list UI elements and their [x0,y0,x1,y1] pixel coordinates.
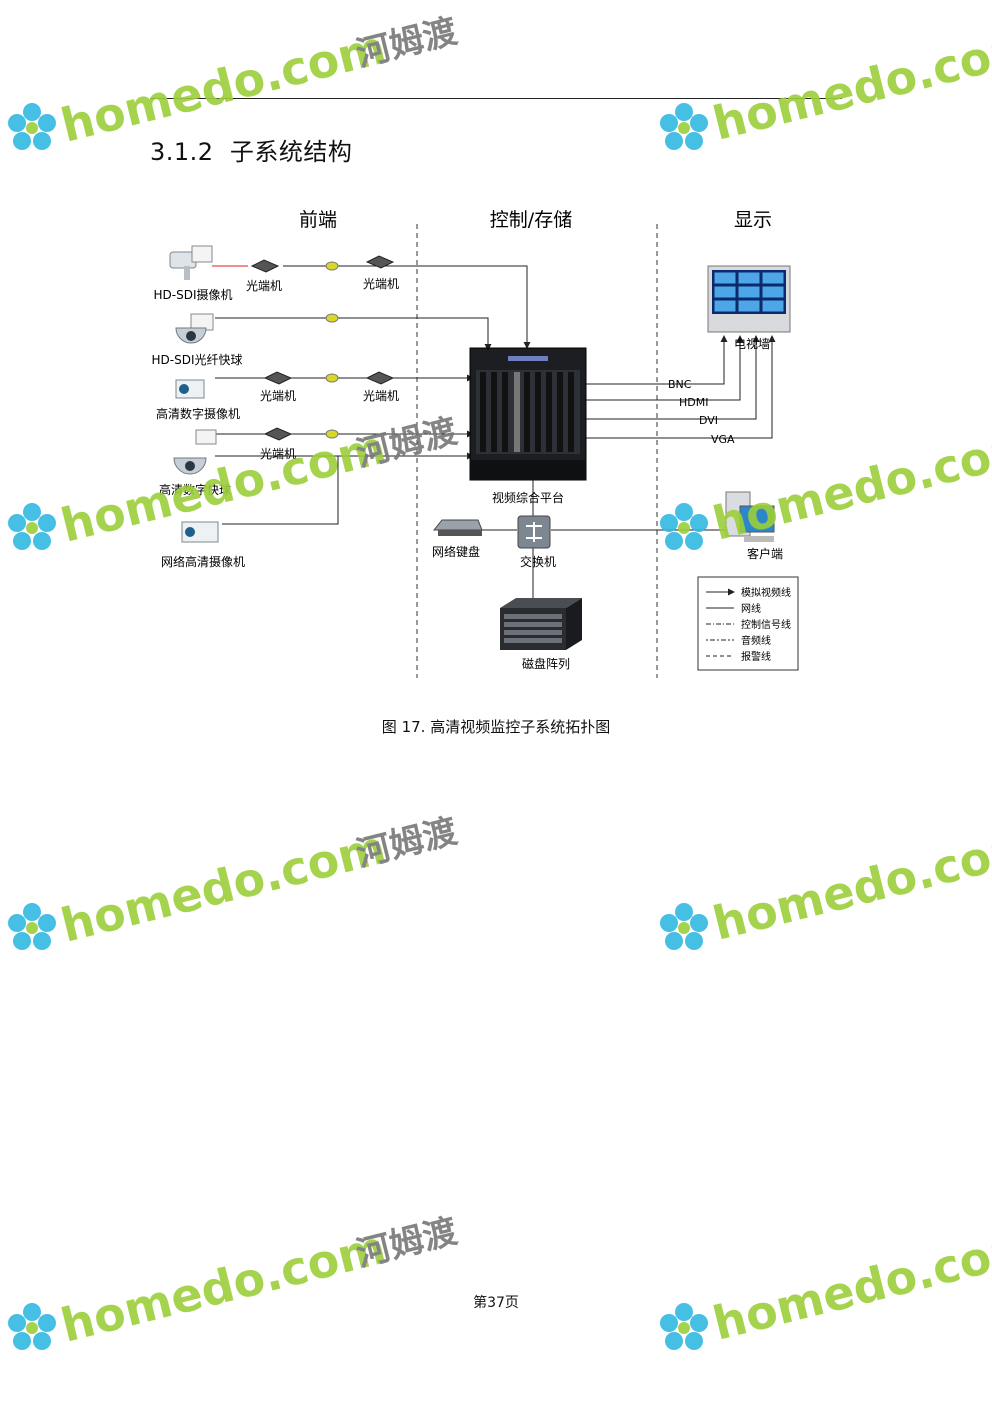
client-pc-icon [725,491,775,542]
header-rule [150,98,842,99]
hd-digital-camera-label: 高清数字摄像机 [156,406,240,421]
hdsdi-dome-label: HD-SDI光纤快球 [152,353,243,367]
network-camera-icon [181,521,219,543]
video-wall-label: 电视墙 [734,336,770,351]
switch-icon [517,515,551,549]
platform-chassis-icon [469,347,587,481]
legend-audio: 音频线 [741,634,771,647]
disk-array-label: 磁盘阵列 [522,656,570,671]
disk-array-icon [500,598,582,650]
page-number: 第37页 [473,1295,519,1311]
column-display: 显示 [734,209,772,231]
transceiver-label-3: 光端机 [260,389,296,403]
hdsdi-camera-icon [169,245,213,280]
optical-transceivers [250,255,395,441]
legend-network: 网线 [741,602,761,615]
figure-caption: 图 17. 高清视频监控子系统拓扑图 [381,718,611,736]
platform-label: 视频综合平台 [492,490,564,505]
hd-digital-dome-icon [173,429,217,475]
signal-dvi: DVI [699,414,718,427]
signal-vga: VGA [711,433,735,446]
legend-analog-video: 模拟视频线 [741,586,791,599]
keyboard-label: 网络键盘 [432,544,480,559]
column-front: 前端 [299,209,337,231]
transceiver-label-4: 光端机 [363,389,399,403]
network-camera-label: 网络高清摄像机 [161,554,245,569]
video-wall-icon [707,265,791,333]
signal-hdmi: HDMI [679,396,708,409]
legend: 模拟视频线 网线 控制信号线 音频线 报警线 [697,576,799,671]
hdsdi-dome-icon [175,313,214,344]
client-label: 客户端 [747,546,783,561]
switch-label: 交换机 [520,554,556,569]
signal-bnc: BNC [668,378,692,391]
section-heading: 3.1.2 子系统结构 [150,132,352,167]
section-number: 3.1.2 [150,138,214,166]
keyboard-icon [432,519,483,536]
transceiver-label-2: 光端机 [363,277,399,291]
connection-lines [212,265,776,598]
hd-digital-dome-label: 高清数字快球 [159,482,231,497]
section-title: 子系统结构 [229,138,353,166]
fiber-couplers [325,261,339,439]
hdsdi-camera-label: HD-SDI摄像机 [154,287,233,302]
column-control: 控制/存储 [490,209,572,231]
transceiver-label-1: 光端机 [246,279,282,293]
legend-control: 控制信号线 [741,618,791,631]
hd-digital-camera-icon [175,379,205,399]
legend-alarm: 报警线 [741,650,771,663]
transceiver-label-5: 光端机 [260,447,296,461]
